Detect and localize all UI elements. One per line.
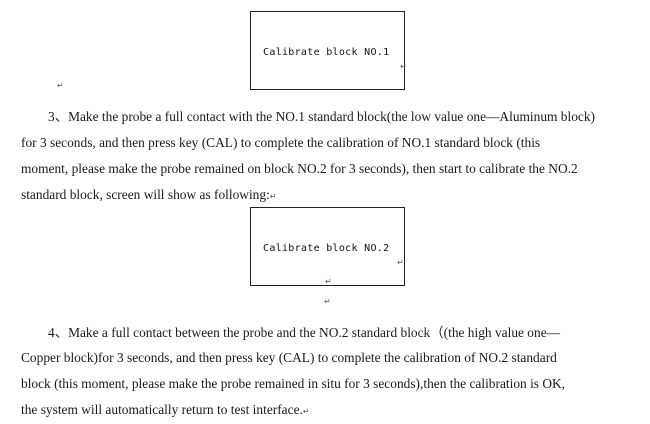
lcd-screen-box-1: Calibrate block NO.1 ↵ — [250, 11, 407, 90]
para4-line-4-text: the system will automatically return to … — [21, 402, 303, 417]
para3-line-2: for 3 seconds, and then press key (CAL) … — [21, 135, 541, 150]
para3-line-4: standard block, screen will show as foll… — [21, 188, 277, 201]
para3-end-mark: ↵ — [269, 192, 277, 201]
box1-return-mark: ↵ — [400, 62, 407, 71]
para4-end-mark: ↵ — [302, 407, 310, 416]
paragraph-mark-1: ↵ — [57, 81, 64, 90]
para4-line-4: the system will automatically return to … — [21, 403, 310, 416]
lcd-screen-text-2: Calibrate block NO.2 — [263, 243, 390, 254]
paragraph-mark-3: ↵ — [324, 297, 331, 306]
box2-return-mark: ↵ — [397, 258, 404, 267]
para4-line-3: block (this moment, please make the prob… — [21, 376, 566, 391]
lcd-screen-text-1: Calibrate block NO.1 — [263, 47, 390, 58]
para3-line-4-text: standard block, screen will show as foll… — [21, 187, 270, 202]
box2-inner-mark: ↵ — [325, 277, 332, 286]
para3-line-1: 3、Make the probe a full contact with the… — [48, 109, 596, 124]
para3-line-3: moment, please make the probe remained o… — [21, 161, 578, 176]
para4-line-2: Copper block)for 3 seconds, and then pre… — [21, 350, 557, 365]
para4-line-1: 4、Make a full contact between the probe … — [48, 325, 561, 340]
lcd-screen-box-2: Calibrate block NO.2 ↵ ↵ — [250, 207, 405, 286]
